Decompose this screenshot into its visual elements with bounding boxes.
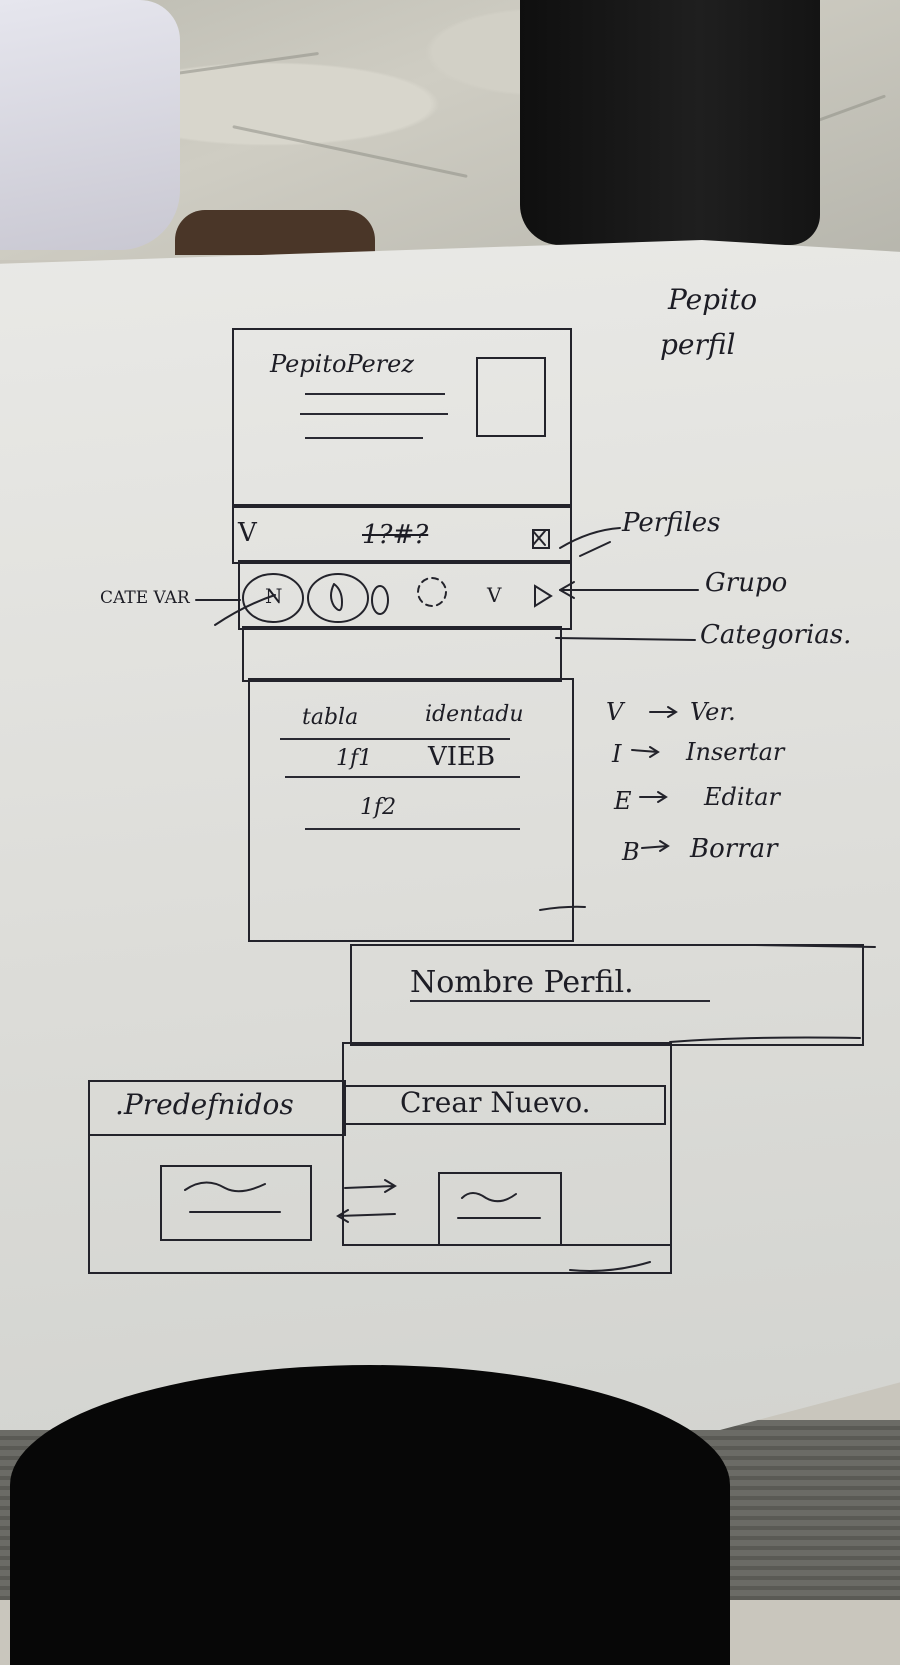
category-bar-box [238, 560, 572, 630]
profile-name: PepitoPerez [270, 350, 414, 378]
legend-key-i: I [612, 740, 622, 768]
legend-key-e: E [614, 787, 632, 815]
menu-bar-left: V [238, 518, 257, 548]
dark-foreground-object [10, 1365, 730, 1665]
tab-create-new-label: Crear Nuevo. [400, 1086, 591, 1119]
category-bar-annotation: CATE VAR [100, 588, 190, 608]
tab-create-new [342, 1085, 666, 1125]
menu-bar-middle: 1?#? [362, 520, 429, 550]
sketch-title-line2: perfil [660, 328, 736, 361]
categories-bar-box [242, 626, 562, 682]
white-cloth [0, 0, 180, 250]
annotation-categorias: Categorias. [700, 620, 852, 650]
legend-meaning-b: Borrar [690, 834, 778, 864]
name-field-panel [350, 944, 864, 1046]
transfer-target-card [438, 1172, 562, 1246]
table-row-divider [285, 776, 520, 778]
sketch-title-line1: Pepito [668, 283, 758, 316]
tab-predefined-label: .Predefnidos [115, 1088, 294, 1121]
legend-meaning-i: Insertar [686, 738, 785, 766]
table-header-2: identadu [425, 702, 524, 727]
tab-predefined [88, 1080, 346, 1136]
menu-bar-box [232, 504, 572, 564]
table-header-1: tabla [302, 705, 359, 730]
content-area-box [248, 678, 574, 942]
table-row-1-label: 1f1 [336, 746, 373, 771]
profile-text-line [305, 437, 423, 439]
sketch-strokes [184, 527, 876, 1272]
profile-header-box [232, 328, 572, 508]
annotation-grupo: Grupo [705, 568, 788, 598]
table-header-divider [280, 738, 510, 740]
perfiles-checkbox-icon [532, 529, 550, 549]
annotation-perfiles: Perfiles [622, 508, 721, 538]
table-row-1-actions: VIEB [428, 742, 496, 772]
profile-avatar-placeholder [476, 357, 546, 437]
table-row-divider [305, 828, 520, 830]
profile-text-line [305, 393, 445, 395]
profile-text-line [300, 413, 448, 415]
transfer-source-card [160, 1165, 312, 1241]
name-field-underline [410, 1000, 710, 1002]
legend-meaning-v: Ver. [690, 698, 736, 726]
name-field-value: Nombre Perfil. [410, 965, 634, 1000]
chair-back [175, 210, 375, 255]
legend-meaning-e: Editar [704, 783, 780, 811]
person-leg [520, 0, 820, 245]
transfer-panel-box [88, 1132, 672, 1274]
legend-key-v: V [606, 698, 624, 726]
table-row-2-label: 1f2 [360, 795, 397, 820]
category-right-icon-label: V [487, 583, 502, 607]
legend-key-b: B [622, 838, 640, 866]
sketch-paper [0, 240, 900, 1430]
